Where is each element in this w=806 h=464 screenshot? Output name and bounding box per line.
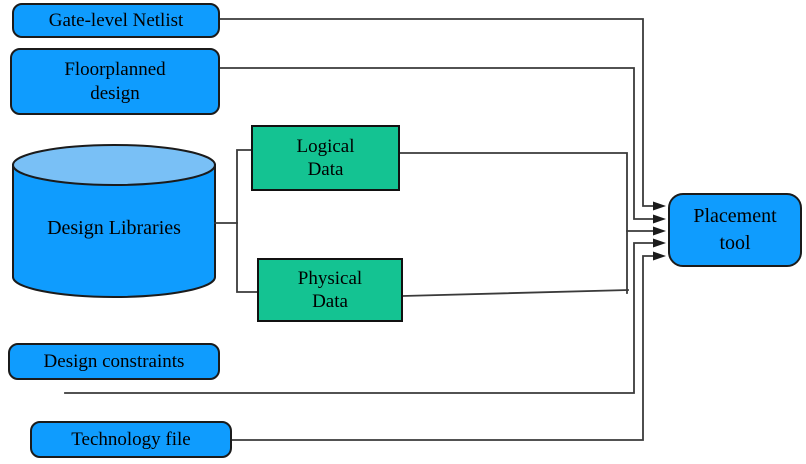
node-label: Logical [296, 135, 355, 157]
connector-technology-to-placement [231, 255, 654, 441]
connector-physical-data [402, 289, 629, 297]
node-label: Design constraints [43, 350, 185, 372]
node-design-constraints: Design constraints [8, 343, 220, 380]
node-label: tool [719, 232, 751, 254]
cylinder-body [12, 164, 216, 298]
node-label: Physical [297, 267, 363, 289]
node-gate-level-netlist: Gate-level Netlist [12, 3, 220, 38]
node-floorplanned-design: Floorplanned design [10, 48, 220, 115]
node-physical-data: Physical Data [257, 258, 403, 322]
database-cylinder-icon [12, 144, 216, 298]
connector-logical-data [399, 152, 628, 294]
node-label: Technology file [71, 428, 191, 450]
node-label: Data [307, 159, 344, 180]
node-technology-file: Technology file [30, 421, 232, 458]
connector-floorplan-to-placement [219, 67, 654, 220]
connector-constraints-to-placement [64, 242, 654, 394]
arrowhead-icon [653, 201, 666, 211]
arrowhead-icon [653, 214, 666, 224]
arrowhead-icon [653, 226, 666, 236]
arrowhead-icon [653, 251, 666, 261]
cylinder-top [12, 144, 216, 186]
node-label: Placement [693, 205, 777, 227]
connector-netlist-to-placement [219, 18, 654, 207]
connector-libraries-branch [236, 149, 258, 293]
node-design-libraries-label: Design Libraries [47, 217, 181, 239]
node-logical-data: Logical Data [251, 125, 400, 191]
node-label: design [90, 82, 140, 104]
arrowhead-icon [653, 238, 666, 248]
node-placement-tool: Placement tool [668, 193, 802, 267]
node-label: Data [312, 291, 348, 312]
node-label: Gate-level Netlist [48, 9, 184, 31]
node-label: Floorplanned [64, 59, 166, 81]
